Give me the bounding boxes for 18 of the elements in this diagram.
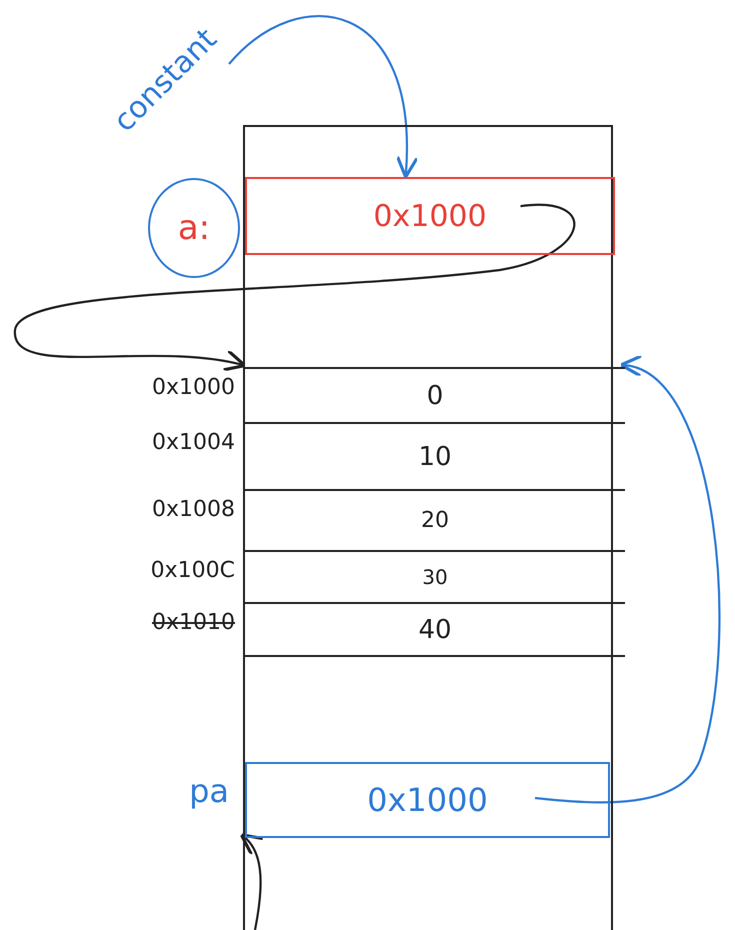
cell-value: 10	[418, 442, 452, 472]
arrow	[534, 359, 720, 804]
arrow	[228, 15, 418, 179]
arrow	[240, 833, 265, 930]
cell-value: 30	[422, 565, 448, 589]
cell-value: 20	[421, 508, 449, 533]
address-label: 0x1008	[152, 497, 235, 522]
cell-value: 40	[418, 614, 452, 644]
variable-label: pa	[189, 772, 229, 810]
cell-value: 0x1000	[367, 781, 488, 819]
address-label: 0x1010	[152, 610, 235, 635]
arrow	[14, 204, 575, 373]
memory-cell: 0x1000	[245, 177, 615, 255]
address-label: 0x1000	[152, 375, 235, 400]
cell-value: 0	[426, 380, 444, 410]
variable-label: a:	[148, 178, 240, 278]
address-label: 0x1004	[152, 430, 235, 455]
address-label: 0x100C	[150, 558, 235, 583]
